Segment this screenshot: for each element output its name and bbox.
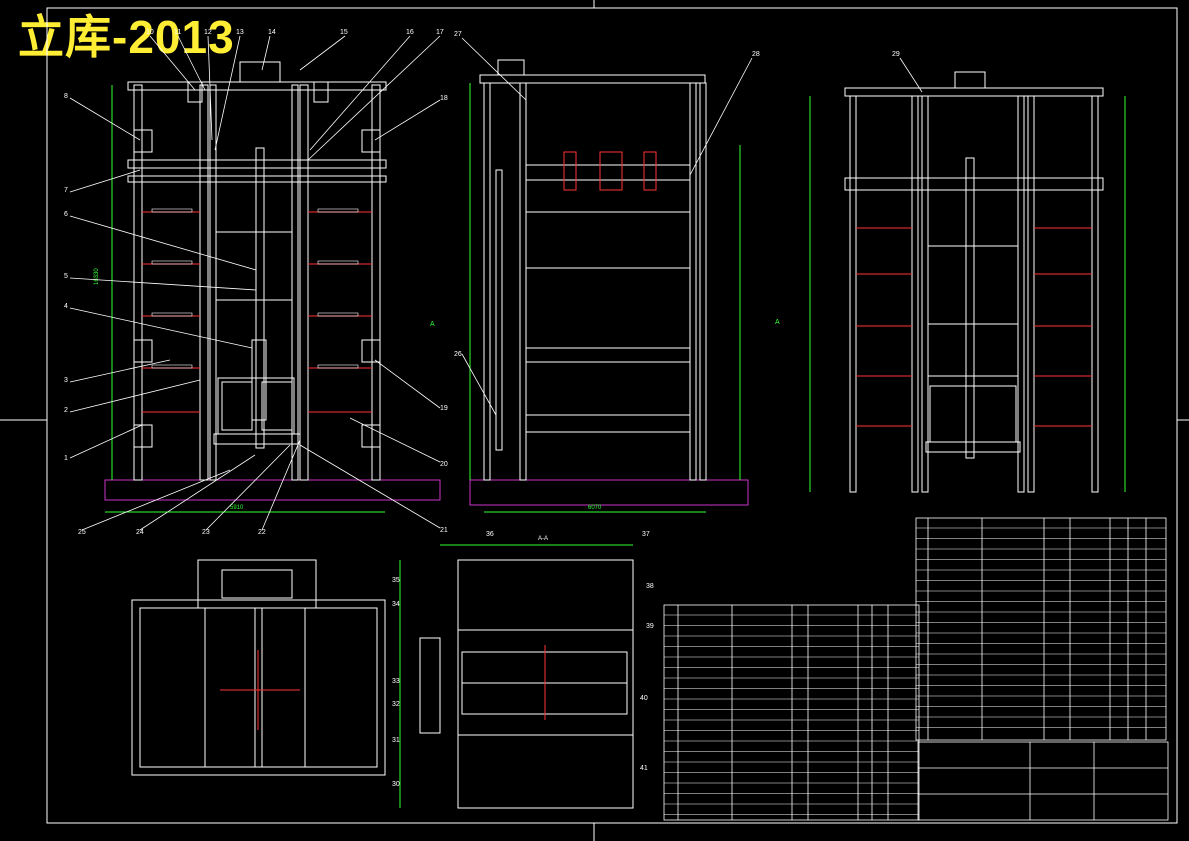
shelf-beam [317,312,359,317]
balloon-37: 37 [642,531,650,538]
balloon-12: 12 [204,29,212,36]
balloon-4: 4 [64,303,68,310]
shelf-beam [151,208,193,213]
balloon-2: 2 [64,407,68,414]
shelf-beam [317,208,359,213]
balloon-18: 18 [440,95,448,102]
balloon-7: 7 [64,187,68,194]
shelf-beam [151,260,193,265]
shelf-beam [151,364,193,369]
parts-list-upper [915,517,1167,741]
balloon-25: 25 [78,529,86,536]
right-view [809,71,1126,493]
balloon-8: 8 [64,93,68,100]
balloon-16: 16 [406,29,414,36]
balloon-22: 22 [258,529,266,536]
shelf-beam [317,364,359,369]
plan-balloons: 36 37 35 34 33 32 31 30 38 39 40 41 [392,531,654,788]
balloon-3: 3 [64,377,68,384]
balloon-32: 32 [392,701,400,708]
svg-text:16330: 16330 [94,268,100,285]
balloon-33: 33 [392,678,400,685]
view-mark-a-left: A [430,321,435,328]
balloon-14: 14 [268,29,276,36]
balloon-1: 1 [64,455,68,462]
right-leaders [899,57,923,93]
front-view: 16330 5910 [94,61,441,513]
balloon-28: 28 [752,51,760,58]
shelf-beam [317,260,359,265]
title-block [917,741,1169,821]
balloon-15: 15 [340,29,348,36]
balloon-40: 40 [640,695,648,702]
balloon-20: 20 [440,461,448,468]
balloon-38: 38 [646,583,654,590]
balloon-36: 36 [486,531,494,538]
balloon-17: 17 [436,29,444,36]
drawing-title: 立库-2013 [18,11,235,63]
side-balloons: 27 28 26 [454,31,760,358]
svg-text:5910: 5910 [230,505,244,511]
balloon-5: 5 [64,273,68,280]
balloon-27: 27 [454,31,462,38]
balloon-11: 11 [174,29,181,36]
balloon-13: 13 [236,29,244,36]
balloon-29: 29 [892,51,900,58]
parts-list-lower [663,604,920,821]
section-aa-view [399,544,634,809]
front-balloons: 10 11 12 13 14 15 16 17 8 7 6 5 4 3 2 1 … [64,29,448,536]
balloon-6: 6 [64,211,68,218]
side-view: 6070 [469,59,749,513]
balloon-30: 30 [392,781,400,788]
section-label-aa: A-A [538,536,548,542]
view-mark-a-right: A [775,319,780,326]
balloon-39: 39 [646,623,654,630]
balloon-19: 19 [440,405,448,412]
balloon-24: 24 [136,529,144,536]
balloon-34: 34 [392,601,400,608]
balloon-21: 21 [440,527,448,534]
plan-view [131,559,386,776]
front-leaders [69,35,441,531]
side-leaders [461,37,753,416]
balloon-10: 10 [146,29,154,36]
balloon-26: 26 [454,351,462,358]
svg-text:6070: 6070 [588,505,602,511]
balloon-35: 35 [392,577,400,584]
balloon-41: 41 [640,765,648,772]
balloon-31: 31 [392,737,400,744]
balloon-23: 23 [202,529,210,536]
shelf-beam [151,312,193,317]
